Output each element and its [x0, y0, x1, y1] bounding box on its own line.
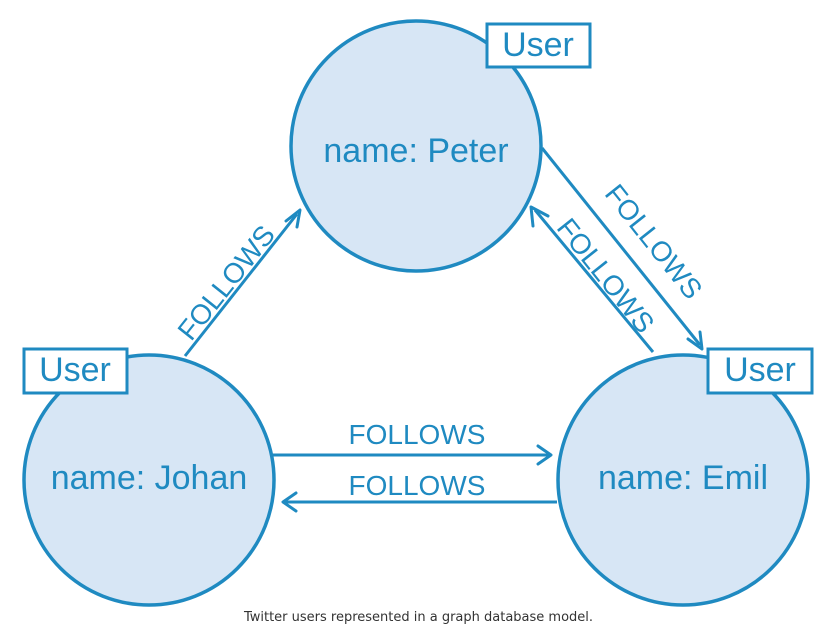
node-name: name: Johan — [51, 459, 248, 497]
node-name: name: Emil — [598, 459, 768, 497]
user-label-box — [22, 347, 129, 395]
edge-label: FOLLOWS — [349, 470, 486, 501]
node-name: name: Peter — [323, 132, 508, 170]
figure-caption: Twitter users represented in a graph dat… — [243, 610, 594, 625]
edge-johan-follows-emil: FOLLOWS — [273, 419, 553, 466]
node-emil: name: Emil User — [556, 347, 814, 607]
node-johan: name: Johan User — [22, 347, 276, 607]
edge-label: FOLLOWS — [172, 219, 281, 345]
user-label-box — [706, 347, 814, 395]
node-peter: name: Peter User — [289, 19, 592, 273]
user-label: User — [39, 351, 111, 389]
edge-johan-follows-peter: FOLLOWS — [172, 208, 302, 357]
edge-emil-follows-johan: FOLLOWS — [281, 470, 557, 513]
user-label-box — [485, 22, 592, 69]
user-label: User — [502, 26, 574, 64]
edge-label: FOLLOWS — [349, 419, 486, 450]
user-label: User — [724, 351, 796, 389]
